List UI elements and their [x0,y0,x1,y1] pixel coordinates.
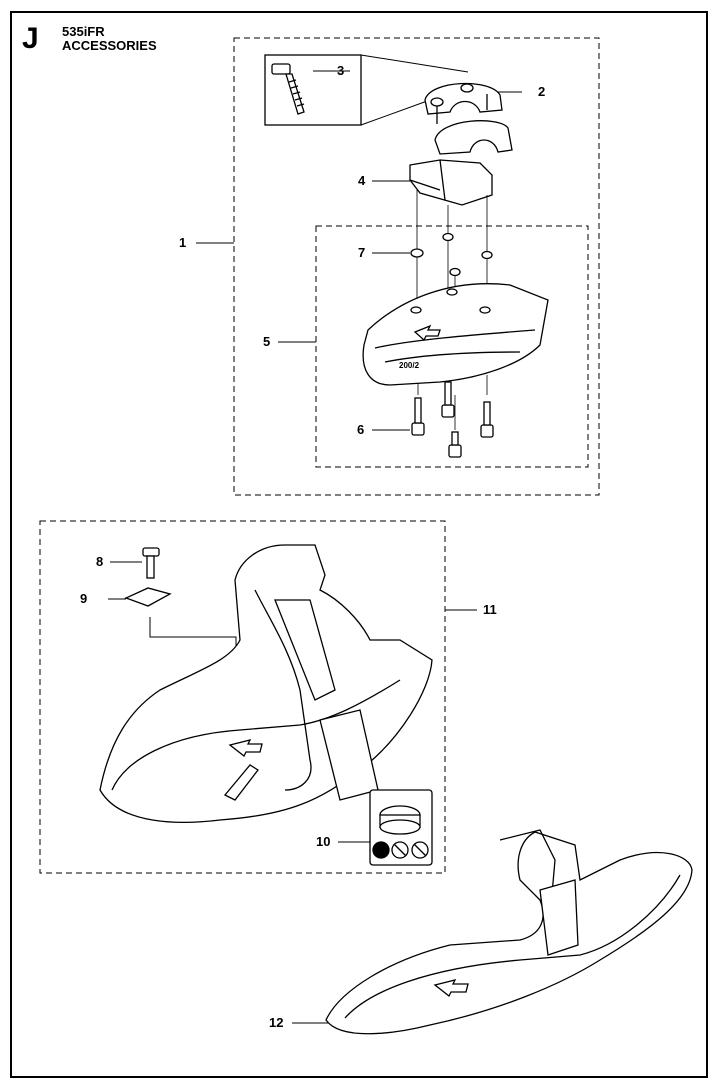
callout-9: 9 [80,591,88,606]
callout-5: 5 [263,334,271,349]
callout-4: 4 [358,173,366,188]
callout-2: 2 [538,84,546,99]
part-10-trimmer-head [369,789,433,866]
callout-12: 12 [269,1015,284,1030]
part-11-guard [99,544,433,823]
callout-3: 3 [337,63,345,78]
group-box-1 [233,37,600,496]
model-name: 535iFR [62,24,105,39]
callout-1: 1 [179,235,187,250]
callout-7: 7 [358,245,366,260]
group-box-11 [39,520,446,874]
group-box-5 [315,225,589,468]
section-letter: J [22,22,39,55]
detail-box-3 [264,54,362,126]
part-8-screw [142,547,160,579]
callout-6: 6 [357,422,365,437]
part-7-nuts [410,232,493,277]
part-6-screws [411,381,494,458]
callout-8: 8 [96,554,104,569]
guard-marking: 200/2 [399,361,420,370]
part-4-adapter [409,159,493,206]
part-5-guard [362,283,549,386]
page-title: ACCESSORIES [62,38,157,53]
page-frame [10,11,708,1078]
callout-11: 11 [483,602,497,617]
part-2-clamp [424,82,513,155]
callout-10: 10 [316,834,331,849]
part-9-plate [124,587,172,607]
part-12-guard [325,829,693,1035]
part-3-bolt [271,63,305,115]
